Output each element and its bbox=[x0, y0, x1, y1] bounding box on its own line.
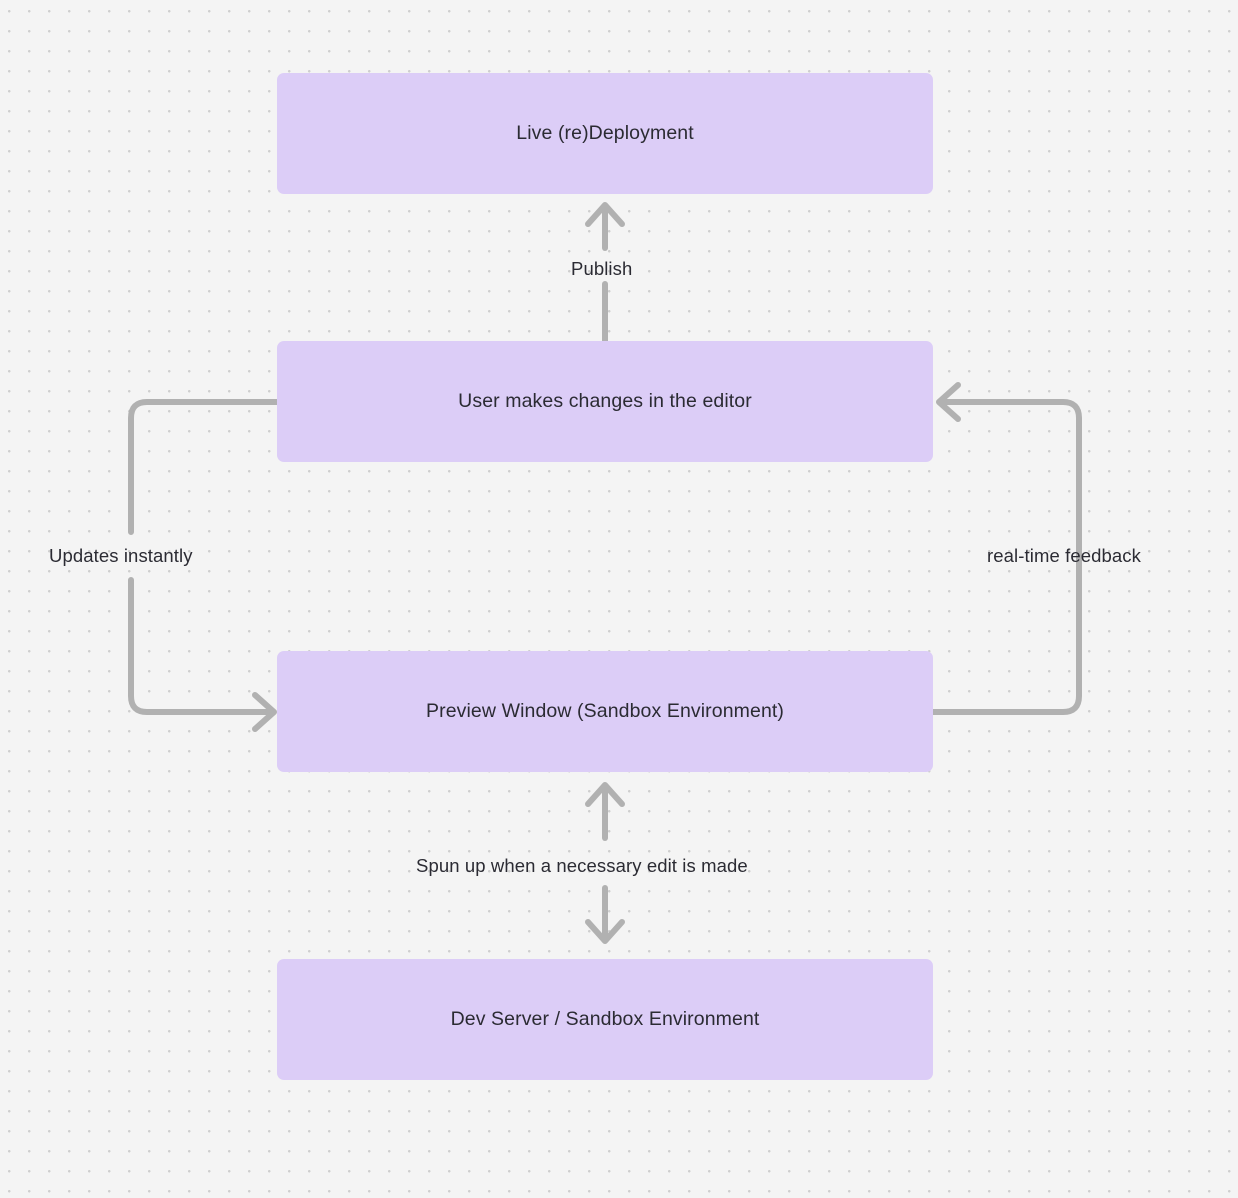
node-preview-window-sandbox-environment[interactable]: Preview Window (Sandbox Environment) bbox=[277, 651, 933, 772]
node-label: Dev Server / Sandbox Environment bbox=[450, 1008, 760, 1031]
node-user-makes-changes-in-the-editor[interactable]: User makes changes in the editor bbox=[277, 341, 933, 462]
node-label: Preview Window (Sandbox Environment) bbox=[426, 700, 784, 723]
edge-label-spun-up: Spun up when a necessary edit is made bbox=[416, 855, 748, 876]
node-label: User makes changes in the editor bbox=[458, 390, 752, 413]
edge-label-publish: Publish bbox=[571, 258, 633, 279]
node-dev-server-sandbox-environment[interactable]: Dev Server / Sandbox Environment bbox=[277, 959, 933, 1080]
edge-label-real-time-feedback: real-time feedback bbox=[987, 545, 1141, 566]
node-label: Live (re)Deployment bbox=[516, 122, 694, 145]
edge-label-updates-instantly: Updates instantly bbox=[49, 545, 193, 566]
node-live-redeployment[interactable]: Live (re)Deployment bbox=[277, 73, 933, 194]
